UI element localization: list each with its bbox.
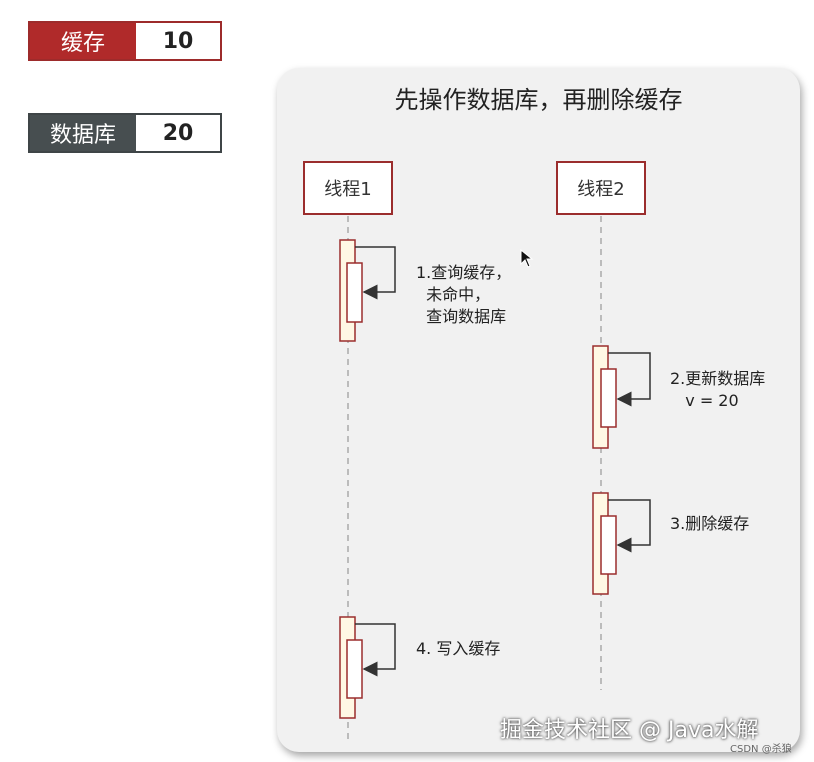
diagram-title: 先操作数据库，再删除缓存 [394,86,683,114]
cache-legend-label: 缓存 [30,23,136,59]
step-3-label: 3.删除缓存 [670,514,750,533]
cache-legend: 缓存 10 [28,21,222,61]
database-legend: 数据库 20 [28,113,222,153]
activation-step-1 [339,239,396,342]
activation-step-2 [592,345,651,449]
csdn-watermark: CSDN @杀狼 [730,744,792,755]
database-legend-value: 20 [136,115,220,151]
lane-thread-1: 线程1 [303,161,393,215]
database-legend-label: 数据库 [30,115,136,151]
lane-thread-2: 线程2 [556,161,646,215]
step-2-label: 2.更新数据库 v = 20 [670,369,766,410]
activation-step-3 [592,492,651,595]
step-4-label: 4. 写入缓存 [416,639,501,658]
watermark: 掘金技术社区 @ Java水解 [500,718,759,743]
mouse-cursor-icon [520,249,534,268]
cache-legend-value: 10 [136,23,220,59]
step-1-label: 1.查询缓存， 未命中， 查询数据库 [416,263,512,326]
activation-step-4 [339,616,396,719]
